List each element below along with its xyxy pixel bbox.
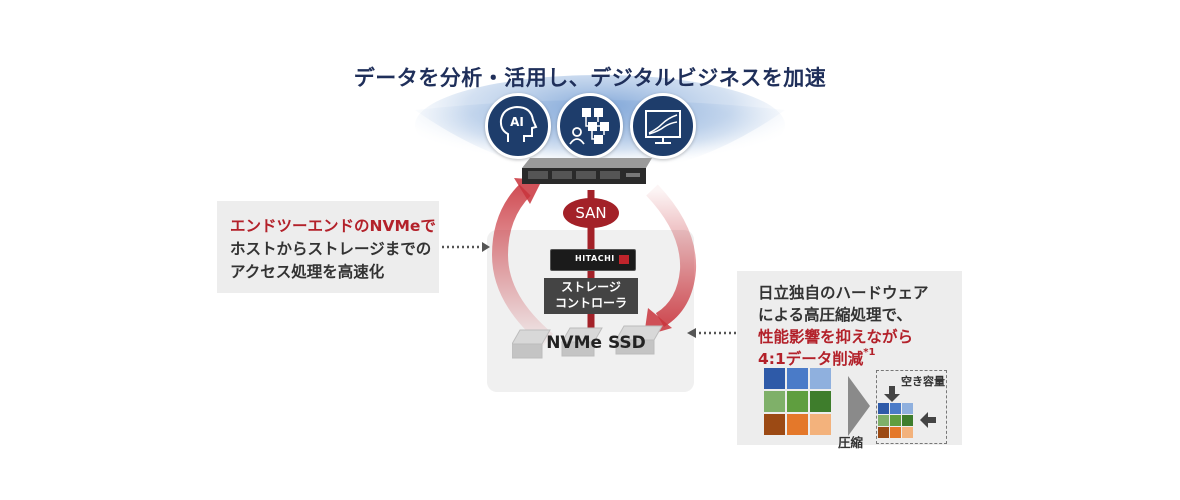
storage-controller-unit: HITACHI	[550, 249, 636, 271]
data-block	[890, 415, 901, 426]
svg-text:AI: AI	[510, 115, 524, 129]
ssd-label: NVMe SSD	[546, 333, 646, 353]
server-icon	[522, 158, 652, 184]
ai-head-icon: AI	[485, 93, 551, 159]
right-callout-line2: による高圧縮処理で、	[758, 306, 912, 324]
controller-label: ストレージ コントローラ	[554, 280, 627, 310]
data-block	[878, 427, 889, 438]
right-dotted-arrow	[687, 328, 736, 338]
left-callout-line2: ホストからストレージまでの	[230, 240, 432, 258]
left-callout-line3: アクセス処理を高速化	[230, 263, 385, 281]
data-block	[787, 391, 808, 412]
left-callout-line1: エンドツーエンドのNVMeで	[230, 217, 436, 235]
data-block	[810, 368, 831, 389]
compress-label: 圧縮	[838, 435, 864, 450]
data-block	[902, 415, 913, 426]
data-block	[878, 415, 889, 426]
press-left-arrow-icon	[920, 412, 936, 428]
data-block	[890, 403, 901, 414]
analytics-chart-icon	[630, 93, 696, 159]
data-block	[810, 414, 831, 435]
right-callout-line4: 4:1データ削減*1	[758, 347, 875, 369]
press-down-arrow-icon	[884, 386, 900, 402]
footnote-marker: *1	[863, 347, 876, 358]
right-callout-line1: 日立独自のハードウェア	[758, 284, 929, 302]
san-badge: SAN	[563, 198, 619, 228]
data-block	[787, 368, 808, 389]
left-callout-box	[217, 201, 439, 293]
free-space-box	[876, 370, 947, 444]
data-block	[878, 403, 889, 414]
data-block	[764, 391, 785, 412]
data-block	[810, 391, 831, 412]
data-block	[787, 414, 808, 435]
data-block	[902, 403, 913, 414]
free-space-label: 空き容量	[901, 375, 945, 388]
headline: データを分析・活用し、デジタルビジネスを加速	[353, 66, 827, 90]
data-block	[902, 427, 913, 438]
ssd-drives	[512, 325, 663, 359]
status-led	[619, 255, 629, 264]
data-block	[890, 427, 901, 438]
right-callout-line3: 性能影響を抑えながら	[758, 328, 914, 346]
workflow-icon	[557, 93, 623, 159]
brand-label: HITACHI	[575, 254, 615, 263]
reduction-text: 4:1データ削減	[758, 350, 864, 368]
data-block	[764, 414, 785, 435]
left-dotted-arrow	[442, 242, 490, 252]
data-block	[764, 368, 785, 389]
controller-box	[544, 278, 638, 314]
compress-arrow-icon	[848, 376, 870, 436]
